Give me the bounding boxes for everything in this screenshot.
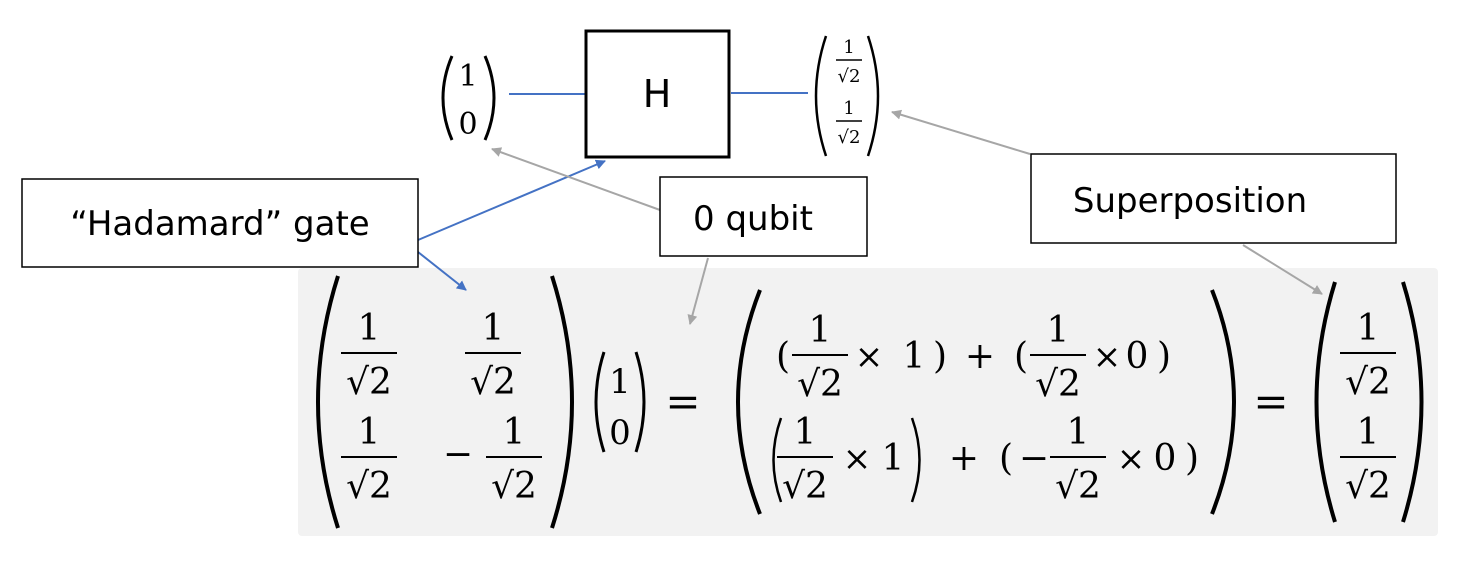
equals-sign-1: = <box>665 377 700 426</box>
result-top-numerator: 1 <box>1357 308 1380 349</box>
row1-plus: + <box>965 336 995 377</box>
superposition-to-output-arrow <box>891 109 1031 155</box>
row2-times-b: × <box>1117 439 1146 479</box>
row1-value-b: 0 <box>1126 336 1149 377</box>
product-left-paren <box>736 289 762 515</box>
row1-close-paren-a: ) <box>933 336 947 377</box>
zero-vector-bottom: 0 <box>609 413 631 453</box>
output-bottom-numerator: 1 <box>843 98 854 119</box>
row2-close-paren-a <box>910 417 921 503</box>
row1-times-b: × <box>1093 337 1122 377</box>
hadamard-equation: 1 √2 1 √2 1 √2 − 1 √2 1 0 = ( <box>316 275 1424 529</box>
h22-minus: − <box>443 434 473 475</box>
result-top-denominator: √2 <box>1345 362 1391 403</box>
equation-panel <box>298 268 1438 536</box>
row2-value-a: 1 <box>882 438 905 479</box>
input-left-paren <box>441 55 454 141</box>
hadamard-callout-box <box>21 178 419 268</box>
result-bottom-numerator: 1 <box>1357 412 1380 453</box>
result-vector: 1 √2 1 √2 <box>1314 281 1424 523</box>
superposition-callout-label: Superposition <box>1073 181 1307 221</box>
hadamard-gate-label: H <box>643 72 672 116</box>
row2-frac-b-numerator: 1 <box>1067 412 1090 453</box>
row1-frac-a-denominator: √2 <box>797 364 843 405</box>
output-bottom-denominator: √2 <box>838 127 861 148</box>
h21-numerator: 1 <box>358 412 381 453</box>
h11-numerator: 1 <box>358 308 381 349</box>
matrix-right-paren <box>550 275 574 529</box>
hadamard-to-matrix-arrow <box>417 251 467 291</box>
row2-minus: − <box>1019 438 1049 479</box>
superposition-to-result-arrow <box>1242 244 1323 295</box>
row2-times-a: × <box>843 439 872 479</box>
zero-vector-right-paren <box>634 351 646 453</box>
row1-open-paren-b: ( <box>1014 336 1028 377</box>
row1-frac-a-numerator: 1 <box>809 310 832 351</box>
h12-numerator: 1 <box>482 308 505 349</box>
result-left-paren <box>1314 281 1337 523</box>
input-right-paren <box>483 55 496 141</box>
zero-vector-top: 1 <box>609 362 631 402</box>
hadamard-to-gate-arrow <box>417 159 606 241</box>
equals-sign-2: = <box>1253 377 1288 426</box>
row2-frac-a-numerator: 1 <box>794 412 817 453</box>
row1-value-a: 1 <box>903 336 926 377</box>
input-bottom-value: 0 <box>458 107 477 142</box>
h11-denominator: √2 <box>346 362 392 403</box>
h22-denominator: √2 <box>491 466 537 507</box>
h22-numerator: 1 <box>503 412 526 453</box>
output-state-vector: 1 √2 1 √2 <box>814 35 880 157</box>
row2-open-paren-b: ( <box>999 438 1013 479</box>
result-right-paren <box>1401 281 1424 523</box>
matrix-left-paren <box>316 275 340 529</box>
row1-open-paren-a: ( <box>776 336 790 377</box>
arrows <box>417 109 1323 325</box>
zero-qubit-to-equation-arrow <box>687 257 709 325</box>
superposition-callout-box <box>1030 153 1397 244</box>
row2-frac-a-denominator: √2 <box>782 466 828 507</box>
row1-close-paren-b: ) <box>1157 336 1171 377</box>
hadamard-gate-box <box>584 29 731 159</box>
row2-plus: + <box>949 438 979 479</box>
input-top-value: 1 <box>458 59 477 94</box>
input-state-vector: 1 0 <box>441 55 496 142</box>
expanded-product: ( 1 √2 × 1 ) + ( 1 √2 × 0 ) 1 √2 × 1 + (… <box>736 289 1236 515</box>
superposition-callout: Superposition <box>1030 153 1397 244</box>
hadamard-matrix: 1 √2 1 √2 1 √2 − 1 √2 <box>316 275 574 529</box>
row2-frac-b-denominator: √2 <box>1055 466 1101 507</box>
circuit: 1 0 H 1 √2 1 √2 <box>441 29 880 159</box>
output-left-paren <box>814 35 828 157</box>
output-right-paren <box>866 35 880 157</box>
zero-state-vector: 1 0 <box>594 351 646 453</box>
row2-open-paren-a <box>772 417 783 503</box>
row1-frac-b-numerator: 1 <box>1047 310 1070 351</box>
output-top-numerator: 1 <box>843 37 854 58</box>
product-right-paren <box>1210 289 1236 515</box>
h21-denominator: √2 <box>346 466 392 507</box>
zero-qubit-callout-box <box>659 176 868 257</box>
h12-denominator: √2 <box>470 362 516 403</box>
zero-vector-left-paren <box>594 351 606 453</box>
result-bottom-denominator: √2 <box>1345 466 1391 507</box>
row1-times-a: × <box>855 337 884 377</box>
row2-value-b: 0 <box>1154 438 1177 479</box>
row2-close-paren-b: ) <box>1185 438 1199 479</box>
row1-frac-b-denominator: √2 <box>1035 364 1081 405</box>
zero-qubit-callout-label: 0 qubit <box>693 199 813 239</box>
zero-qubit-to-input-arrow <box>491 147 661 211</box>
hadamard-callout: “Hadamard” gate <box>21 178 419 268</box>
output-top-denominator: √2 <box>838 66 861 87</box>
zero-qubit-callout: 0 qubit <box>659 176 868 257</box>
hadamard-callout-label: “Hadamard” gate <box>70 204 369 244</box>
